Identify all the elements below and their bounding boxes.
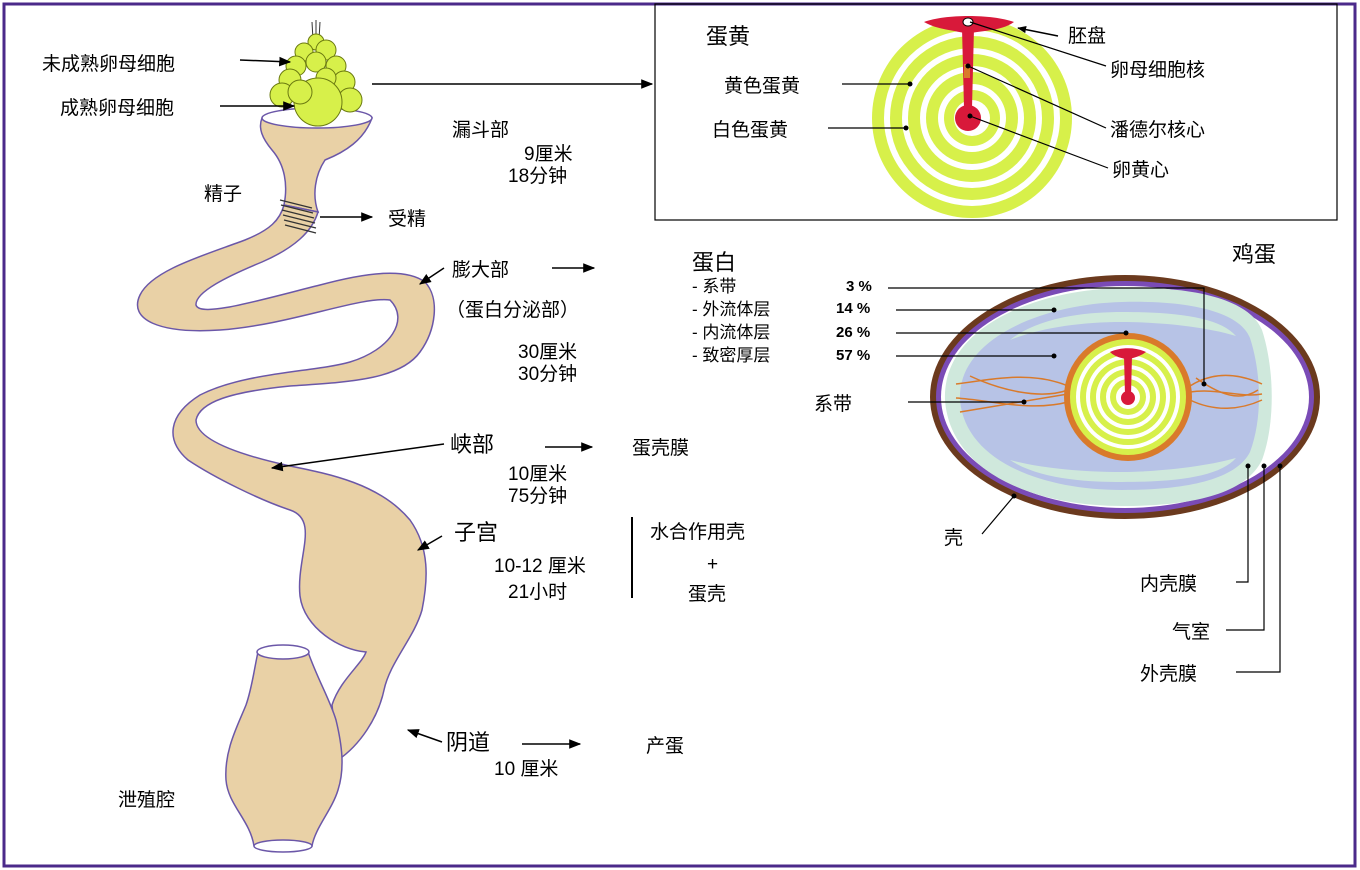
egg-title: 鸡蛋 bbox=[1232, 242, 1276, 267]
label-isthmus-length: 10厘米 bbox=[508, 463, 567, 485]
label-egg-shell: 壳 bbox=[944, 527, 963, 549]
label-outer-membrane: 外壳膜 bbox=[1140, 663, 1197, 685]
label-sperm: 精子 bbox=[204, 183, 242, 205]
label-infundibulum: 漏斗部 bbox=[452, 119, 509, 141]
label-uterus-length: 10-12 厘米 bbox=[494, 555, 586, 577]
oviduct-labels: 未成熟卵母细胞 成熟卵母细胞 精子 受精 泄殖腔 漏斗部 9厘米 18分钟 膨大… bbox=[42, 53, 745, 811]
albumen-list: 蛋白 - 系带 - 外流体层 - 内流体层 - 致密厚层 3 % 14 % 26… bbox=[692, 250, 872, 365]
label-air-cell: 气室 bbox=[1172, 621, 1210, 643]
label-mature-oocyte: 成熟卵母细胞 bbox=[60, 97, 174, 119]
cloaca-shape bbox=[226, 647, 342, 851]
albumen-pct-3: 57 % bbox=[836, 347, 870, 364]
albumen-layer-1: - 外流体层 bbox=[692, 300, 770, 319]
label-oocyte-nucleus: 卵母细胞核 bbox=[1110, 59, 1205, 81]
label-vagina: 阴道 bbox=[446, 730, 490, 755]
yolk-box: 蛋黄 胚盘 卵母细胞核 黄色蛋黄 白色蛋黄 潘德尔核心 卵黄心 bbox=[655, 4, 1337, 220]
label-fertilization: 受精 bbox=[388, 208, 426, 230]
label-yellow-yolk: 黄色蛋黄 bbox=[724, 75, 800, 97]
label-egg-chalaza: 系带 bbox=[814, 393, 852, 415]
albumen-layer-0: - 系带 bbox=[692, 277, 736, 296]
label-uterus-plus: + bbox=[707, 554, 718, 575]
label-cloaca: 泄殖腔 bbox=[118, 789, 175, 811]
arrow-vagina bbox=[408, 730, 442, 742]
label-infundibulum-length: 9厘米 bbox=[524, 143, 573, 165]
label-latebra: 卵黄心 bbox=[1112, 159, 1169, 181]
label-pander-nucleus: 潘德尔核心 bbox=[1110, 119, 1205, 141]
oviduct-illustration bbox=[138, 20, 652, 852]
label-isthmus-product: 蛋壳膜 bbox=[632, 437, 689, 459]
arrow-magnum bbox=[420, 268, 444, 284]
label-infundibulum-time: 18分钟 bbox=[508, 165, 567, 187]
albumen-pct-1: 14 % bbox=[836, 300, 870, 317]
label-vagina-product: 产蛋 bbox=[646, 735, 684, 757]
latebra-shape bbox=[955, 105, 981, 131]
albumen-pct-0: 3 % bbox=[846, 278, 872, 295]
label-vagina-length: 10 厘米 bbox=[494, 758, 558, 780]
egg-cross-section: 鸡蛋 系带 壳 内壳膜 气室 外壳膜 bbox=[814, 242, 1320, 685]
albumen-title: 蛋白 bbox=[692, 250, 736, 275]
label-magnum-time: 30分钟 bbox=[518, 363, 577, 385]
albumen-layer-3: - 致密厚层 bbox=[692, 346, 770, 365]
cloaca-top-opening bbox=[257, 645, 309, 659]
arrow-isthmus bbox=[272, 444, 444, 468]
label-immature-oocyte: 未成熟卵母细胞 bbox=[42, 53, 175, 75]
arrow-immature-oocyte bbox=[240, 60, 290, 62]
label-magnum-note: （蛋白分泌部） bbox=[446, 299, 579, 321]
label-uterus-product1: 水合作用壳 bbox=[650, 521, 745, 543]
label-isthmus-time: 75分钟 bbox=[508, 485, 567, 507]
label-uterus-time: 21小时 bbox=[508, 581, 567, 603]
yolk-title: 蛋黄 bbox=[706, 24, 750, 49]
label-white-yolk: 白色蛋黄 bbox=[712, 119, 788, 141]
label-uterus: 子宫 bbox=[454, 520, 498, 545]
cloaca-bottom-opening bbox=[254, 840, 312, 852]
label-blastodisc: 胚盘 bbox=[1068, 25, 1106, 47]
label-magnum: 膨大部 bbox=[452, 259, 509, 281]
label-uterus-product2: 蛋壳 bbox=[688, 583, 726, 605]
albumen-pct-2: 26 % bbox=[836, 324, 870, 341]
label-isthmus: 峡部 bbox=[450, 432, 494, 457]
albumen-layer-2: - 内流体层 bbox=[692, 323, 770, 342]
label-inner-membrane: 内壳膜 bbox=[1140, 573, 1197, 595]
label-magnum-length: 30厘米 bbox=[518, 341, 577, 363]
